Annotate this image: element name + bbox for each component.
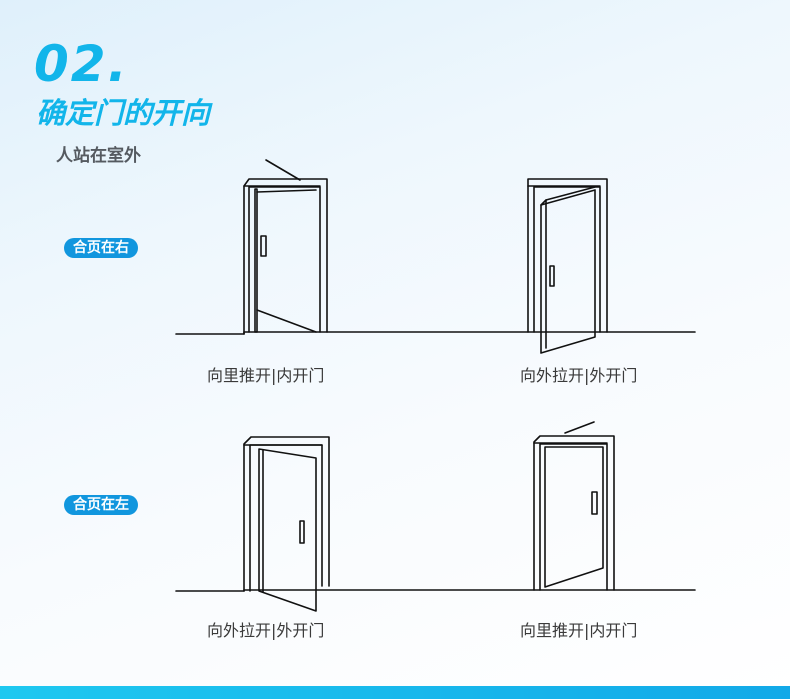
- door-outward-open-icon: [527, 178, 608, 354]
- section-number: 02.: [34, 35, 129, 93]
- section-subtitle: 人站在室外: [56, 146, 141, 166]
- bottom-accent-bar: [0, 686, 790, 699]
- hinge-right-label: 合页在右: [64, 238, 138, 258]
- floor-line-top: [175, 331, 696, 335]
- door-caption: 向外拉开|外开门: [520, 366, 638, 385]
- floor-line-bottom: [175, 589, 696, 592]
- hinge-left-label: 合页在左: [64, 495, 138, 515]
- door-inward-open-icon: [243, 159, 328, 335]
- door-inward-open-icon: [533, 421, 615, 591]
- door-outward-open-icon: [243, 436, 330, 612]
- section-title: 确定门的开向: [36, 96, 211, 130]
- door-caption: 向里推开|内开门: [207, 366, 325, 385]
- door-caption: 向外拉开|外开门: [207, 621, 325, 640]
- door-caption: 向里推开|内开门: [520, 621, 638, 640]
